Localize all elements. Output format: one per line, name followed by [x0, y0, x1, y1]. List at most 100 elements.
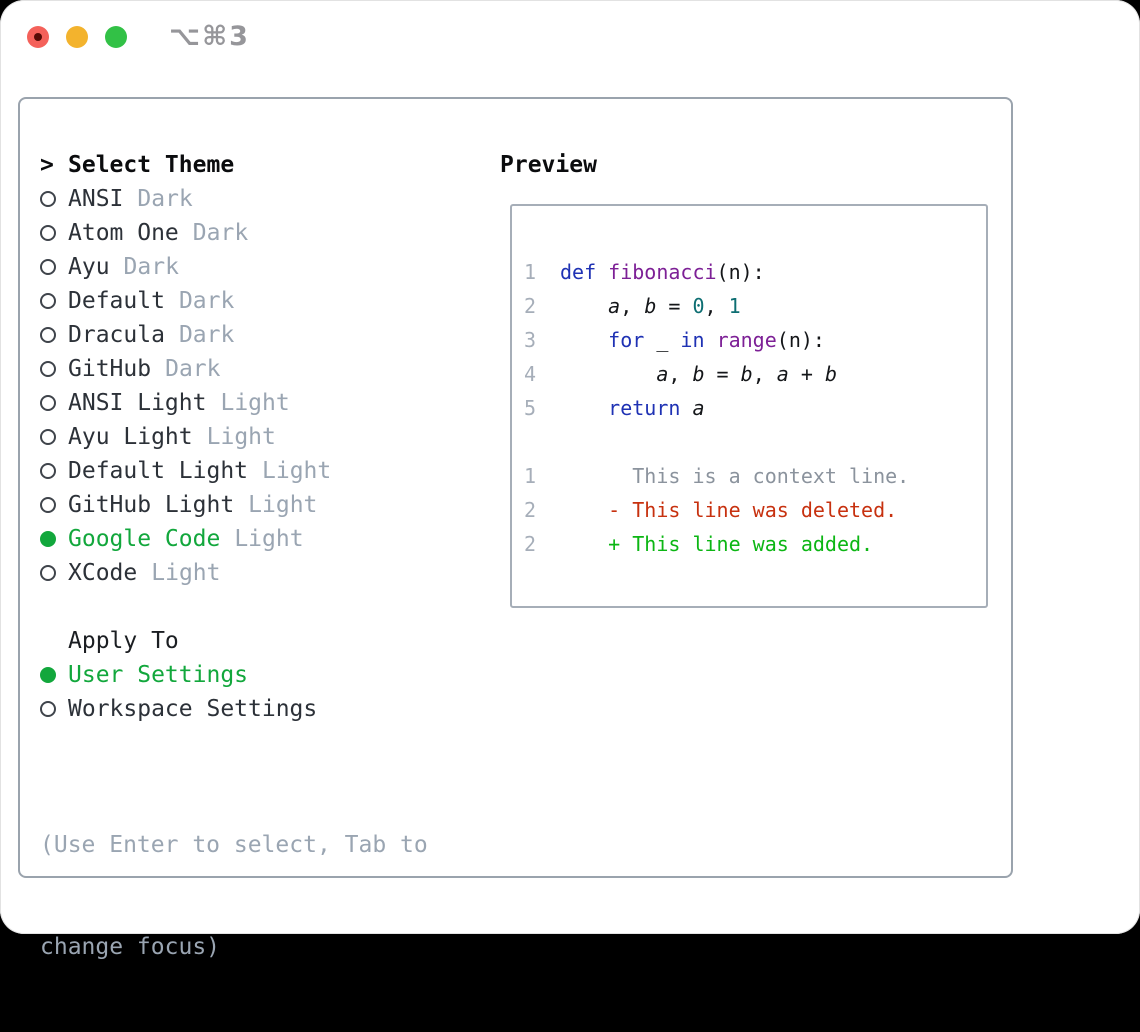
radio-icon: [40, 429, 56, 445]
code-token-pl: ,: [705, 289, 729, 323]
radio-icon: [40, 327, 56, 343]
code-line: 4 a, b = b, a + b: [524, 357, 909, 391]
radio-gutter: [40, 497, 68, 513]
theme-name: Dracula: [68, 318, 165, 352]
radio-gutter: [40, 191, 68, 207]
theme-variant: Light: [207, 420, 276, 454]
radio-icon: [40, 225, 56, 241]
diff-text-context: This is a context line.: [560, 459, 909, 493]
line-number: 1: [524, 255, 560, 289]
radio-gutter: [40, 395, 68, 411]
hint-text: (Use Enter to select, Tab to change focu…: [40, 760, 428, 1032]
zoom-button[interactable]: [105, 26, 127, 48]
code-line: 2 a, b = 0, 1: [524, 289, 909, 323]
code-token-pl: ,: [753, 357, 777, 391]
radio-selected-icon: [40, 531, 56, 547]
apply-to-header: Apply To: [40, 624, 428, 658]
window-title: ⌥⌘3: [169, 26, 250, 48]
radio-gutter: [40, 293, 68, 309]
theme-variant: Light: [220, 386, 289, 420]
theme-name: Ayu: [68, 250, 110, 284]
code-token-pl: [560, 357, 656, 391]
theme-variant: Dark: [137, 182, 192, 216]
theme-option[interactable]: ANSI Light Light: [40, 386, 428, 420]
code-token-var: a: [608, 289, 620, 323]
code-token-pl: [560, 391, 608, 425]
theme-name: ANSI: [68, 182, 123, 216]
radio-icon: [40, 497, 56, 513]
radio-icon: [40, 191, 56, 207]
minimize-button[interactable]: [66, 26, 88, 48]
theme-variant: Dark: [179, 284, 234, 318]
code-token-pl: _: [644, 323, 680, 357]
theme-variant: Light: [151, 556, 220, 590]
code-token-pl: =: [705, 357, 741, 391]
code-token-var: a: [777, 357, 789, 391]
theme-option[interactable]: GitHub Light Light: [40, 488, 428, 522]
code-token-pl: [560, 323, 608, 357]
apply-option[interactable]: Workspace Settings: [40, 692, 428, 726]
line-number: 3: [524, 323, 560, 357]
diff-line-deleted: 2 - This line was deleted.: [524, 493, 909, 527]
code-token-var: b: [825, 357, 837, 391]
radio-gutter: [40, 701, 68, 717]
hint-line-2: change focus): [40, 930, 428, 964]
code-token-var: b: [644, 289, 656, 323]
radio-icon: [40, 395, 56, 411]
radio-gutter: [40, 667, 68, 683]
code-line: 3 for _ in range(n):: [524, 323, 909, 357]
code-token-var: b: [692, 357, 704, 391]
theme-variant: Dark: [193, 216, 248, 250]
theme-variant: Light: [234, 522, 303, 556]
theme-name: Atom One: [68, 216, 179, 250]
radio-gutter: [40, 565, 68, 581]
code-token-fn: fibonacci: [608, 255, 716, 289]
hint-line-1: (Use Enter to select, Tab to: [40, 828, 428, 862]
apply-option[interactable]: User Settings: [40, 658, 428, 692]
theme-option[interactable]: ANSI Dark: [40, 182, 428, 216]
apply-to-title: Apply To: [68, 624, 179, 658]
theme-name: GitHub Light: [68, 488, 234, 522]
radio-icon: [40, 293, 56, 309]
close-button[interactable]: [27, 26, 49, 48]
radio-selected-icon: [40, 667, 56, 683]
radio-gutter: [40, 361, 68, 377]
code-token-kw: def: [560, 255, 596, 289]
diff-text-deleted: - This line was deleted.: [560, 493, 897, 527]
code-token-pl: [680, 391, 692, 425]
code-token-pl: [705, 323, 717, 357]
theme-name: ANSI Light: [68, 386, 206, 420]
radio-gutter: [40, 463, 68, 479]
code-token-num: 0: [692, 289, 704, 323]
radio-icon: [40, 259, 56, 275]
radio-gutter: [40, 531, 68, 547]
code-token-var: a: [692, 391, 704, 425]
theme-option[interactable]: Atom One Dark: [40, 216, 428, 250]
line-number: 5: [524, 391, 560, 425]
code-token-kw: in: [680, 323, 704, 357]
radio-gutter: [40, 259, 68, 275]
code-token-num: 1: [729, 289, 741, 323]
theme-variant: Light: [262, 454, 331, 488]
diff-text-added: + This line was added.: [560, 527, 873, 561]
radio-icon: [40, 463, 56, 479]
code-token-kw: return: [608, 391, 680, 425]
code-token-var: a: [656, 357, 668, 391]
theme-variant: Light: [248, 488, 317, 522]
code-token-pl: (n):: [777, 323, 825, 357]
diff-line-added: 2 + This line was added.: [524, 527, 909, 561]
